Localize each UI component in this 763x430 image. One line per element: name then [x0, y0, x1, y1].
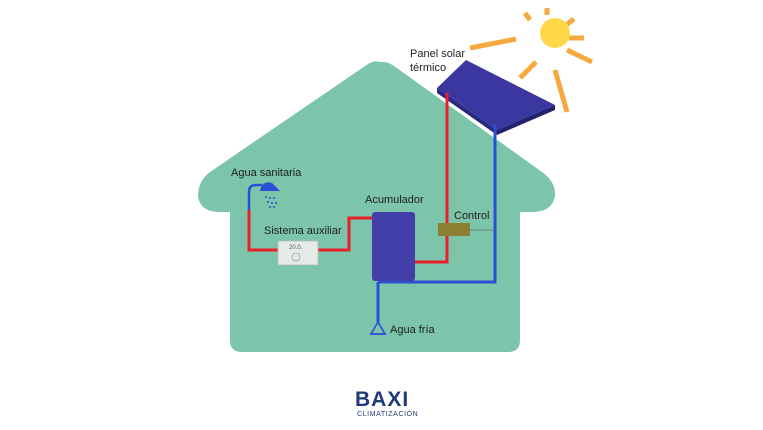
panel-label-line2: térmico: [410, 62, 446, 74]
auxiliary-system: 20.0.: [277, 240, 319, 266]
accumulator-tank: [372, 212, 415, 281]
brand-name: BAXI: [355, 388, 409, 411]
house-shape: [198, 61, 556, 352]
cold-water-label: Agua fría: [390, 324, 436, 336]
control-unit: [438, 223, 495, 236]
cold-water-pipes: [376, 125, 497, 322]
thermostat-icon: [291, 252, 301, 262]
control-label: Control: [454, 210, 489, 222]
sanitary-water-label: Agua sanitaria: [231, 167, 302, 179]
auxiliary-system-label: Sistema auxiliar: [264, 225, 342, 237]
accumulator-label: Acumulador: [365, 194, 424, 206]
brand-tagline: CLIMATIZACIÓN: [357, 409, 418, 418]
hot-water-pipes: [247, 93, 449, 264]
cold-water-inlet-icon: [369, 320, 387, 335]
solar-panel: [437, 60, 555, 135]
aux-display-text: 20.0.: [289, 245, 303, 251]
sun-icon: [469, 8, 594, 113]
panel-label-line1: Panel solar: [410, 48, 465, 60]
shower-icon: [247, 182, 280, 210]
baxi-logo: BAXI CLIMATIZACIÓN: [355, 388, 418, 418]
